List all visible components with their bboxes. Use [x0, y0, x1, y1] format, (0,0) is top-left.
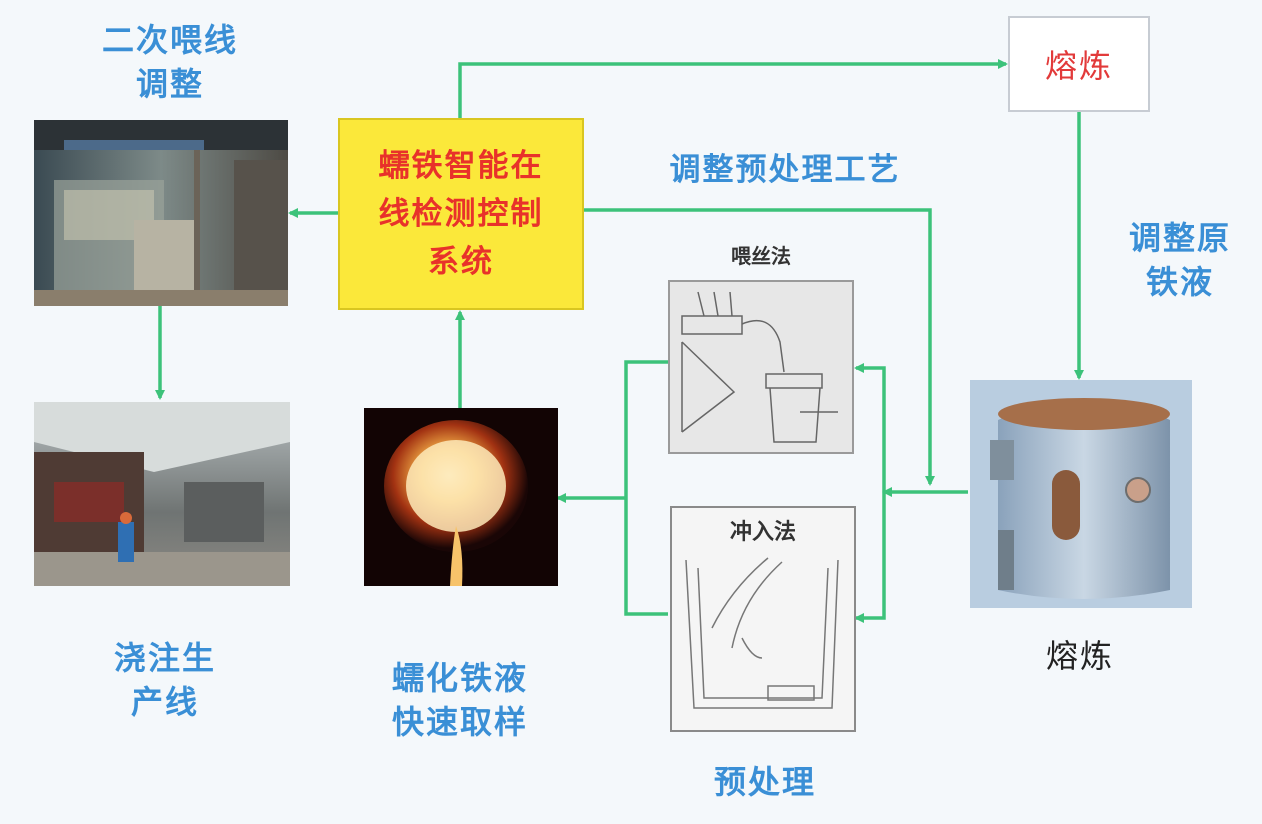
control-system-line-3: 系统: [428, 244, 494, 280]
wire-feeding-station-photo: [34, 120, 288, 306]
control-system-line-2: 线检测控制: [378, 196, 544, 232]
smelting-box: 熔炼: [1008, 16, 1150, 112]
wire-feeding-method-title: 喂丝法: [731, 244, 791, 268]
label-pretreatment: 预处理: [713, 763, 816, 801]
pour-in-method-panel: 冲入法: [670, 506, 856, 732]
arrow-control-to-pretreatment: [584, 208, 935, 486]
wire-feeding-method-panel: 喂丝法: [668, 240, 854, 454]
casting-line-workshop-photo: [34, 402, 290, 586]
control-system-box: 蠕铁智能在 线检测控制 系统: [338, 118, 584, 310]
bracket-pretreatment-left: [624, 360, 668, 616]
pour-in-method-sketch: [685, 557, 839, 709]
label-adjust-pretreatment: 调整预处理工艺: [669, 152, 901, 188]
induction-furnace-photo: [970, 380, 1192, 608]
pour-in-method-title: 冲入法: [729, 520, 796, 545]
wire-feeding-method-sketch: [668, 280, 854, 454]
arrow-control-to-smelting: [458, 59, 1008, 118]
control-system-line-1: 蠕铁智能在: [378, 148, 544, 184]
label-smelting-bottom: 熔炼: [1045, 637, 1114, 675]
arrow-branch-wire: [854, 363, 886, 492]
label-sampling: 蠕化铁液 快速取样: [391, 659, 528, 741]
molten-iron-ladle-photo: [364, 408, 558, 586]
label-adjust-raw-iron: 调整原 铁液: [1128, 219, 1231, 301]
label-secondary-feeding: 二次喂线 调整: [101, 21, 238, 103]
arrow-branch-pour: [854, 492, 886, 623]
label-casting-line: 浇注生 产线: [113, 639, 216, 721]
